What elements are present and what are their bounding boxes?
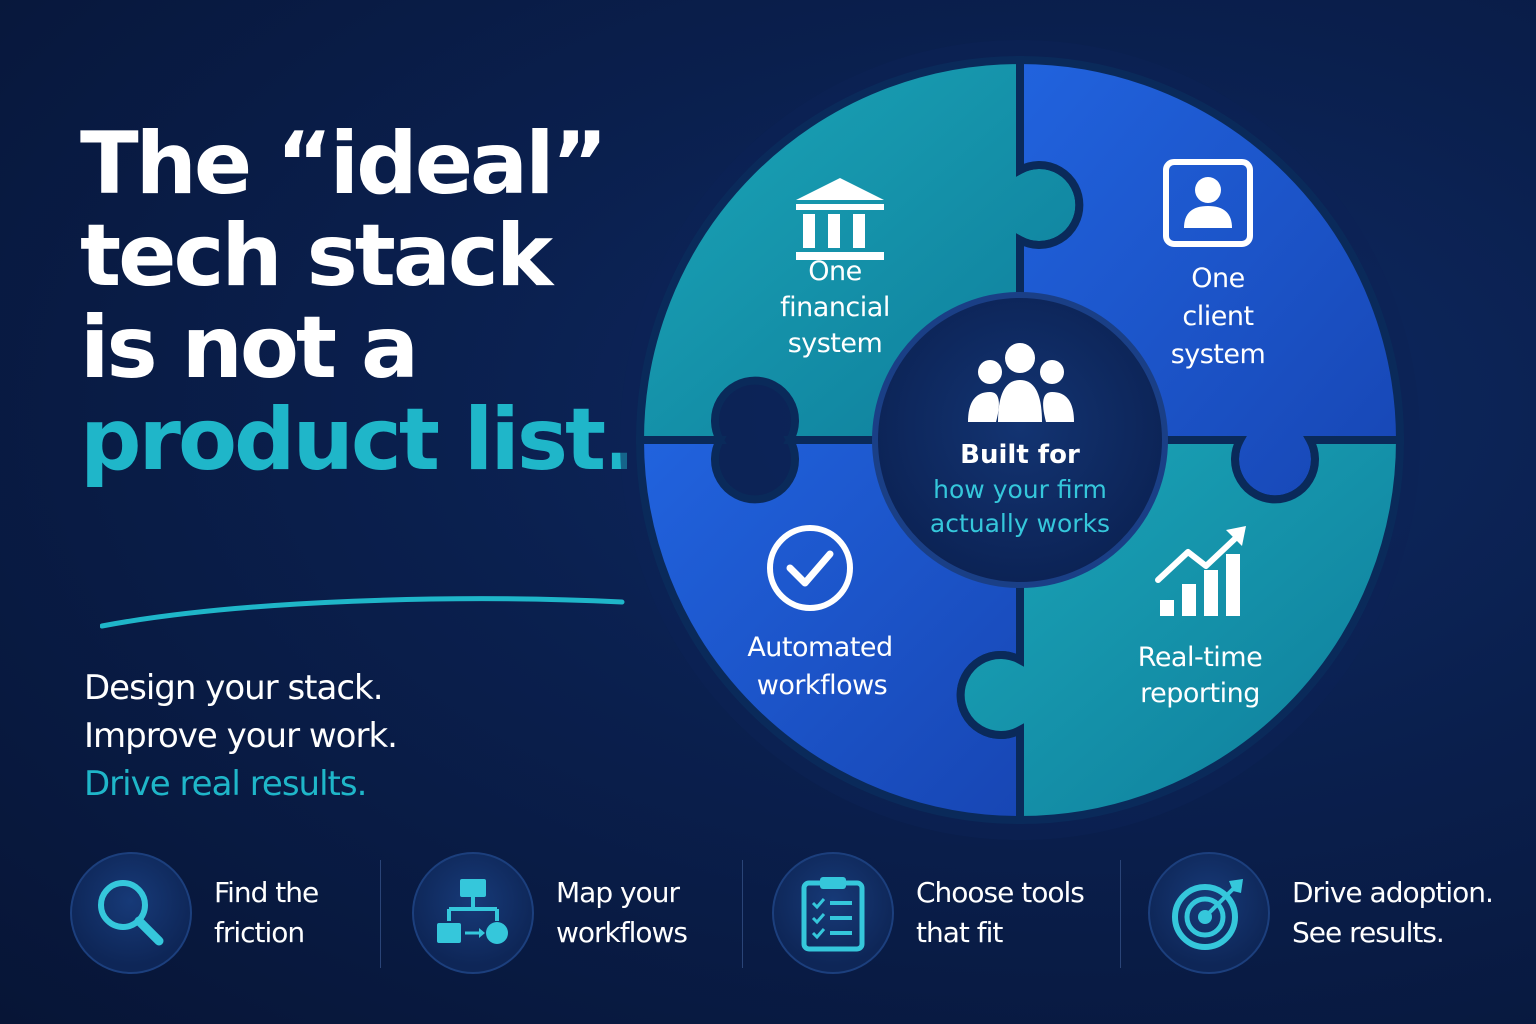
clipboard-checklist-icon [801, 877, 865, 952]
step-2-line-1: Map your [556, 876, 680, 909]
user-profile-icon [1163, 159, 1253, 247]
headline-line-2: tech stack [80, 206, 553, 306]
flowchart-icon [437, 879, 508, 944]
target-icon [1172, 879, 1243, 950]
headline-line-3: is not a [80, 298, 419, 398]
puzzle-diagram: One financial system One client system B… [620, 40, 1420, 840]
step-2-line-2: workflows [556, 916, 688, 949]
step-find-friction: Find the friction [70, 848, 319, 978]
magnifier-icon [98, 880, 164, 946]
check-circle-icon [767, 525, 853, 611]
step-divider [380, 860, 381, 968]
headline-line-1: The “ideal” [80, 114, 608, 214]
center-title: Built for [960, 440, 1080, 470]
growth-chart-icon [1155, 526, 1246, 616]
client-label-2: client [1182, 301, 1253, 332]
tagline-line-3: Drive real results. [84, 764, 367, 804]
center-sub-2: actually works [930, 509, 1110, 538]
center-sub-1: how your firm [933, 475, 1107, 504]
financial-label-2: financial [780, 292, 890, 323]
team-icon [968, 343, 1074, 422]
step-divider [1120, 860, 1121, 968]
step-1-line-2: friction [214, 916, 305, 949]
step-3-line-2: that fit [916, 916, 1003, 949]
client-label-1: One [1191, 263, 1244, 294]
underline-swoosh [100, 596, 625, 629]
center-hub [872, 292, 1168, 588]
puzzle-piece-reporting [956, 436, 1405, 825]
headline: The “ideal” tech stack is not a product … [80, 118, 680, 486]
step-4-line-1: Drive adoption. [1292, 876, 1494, 909]
tagline-line-1: Design your stack. [84, 668, 384, 708]
automated-label-2: workflows [757, 670, 888, 701]
financial-label-3: system [788, 328, 883, 359]
step-divider [742, 860, 743, 968]
step-drive-adoption: Drive adoption. See results. [1148, 848, 1494, 978]
step-1-line-1: Find the [214, 876, 319, 909]
step-3-line-1: Choose tools [916, 876, 1085, 909]
headline-line-4: product list. [80, 390, 636, 490]
steps-row: Find the friction Map your workflows [0, 848, 1536, 978]
automated-label-1: Automated [747, 632, 892, 663]
reporting-label-2: reporting [1140, 678, 1260, 709]
bank-icon [796, 178, 884, 260]
step-map-workflows: Map your workflows [412, 848, 688, 978]
financial-label-1: One [808, 256, 861, 287]
client-label-3: system [1171, 339, 1266, 370]
step-4-line-2: See results. [1292, 916, 1445, 949]
tagline: Design your stack. Improve your work. Dr… [84, 664, 398, 808]
tagline-line-2: Improve your work. [84, 716, 398, 756]
reporting-label-1: Real-time [1138, 642, 1262, 673]
step-choose-tools: Choose tools that fit [772, 848, 1085, 978]
